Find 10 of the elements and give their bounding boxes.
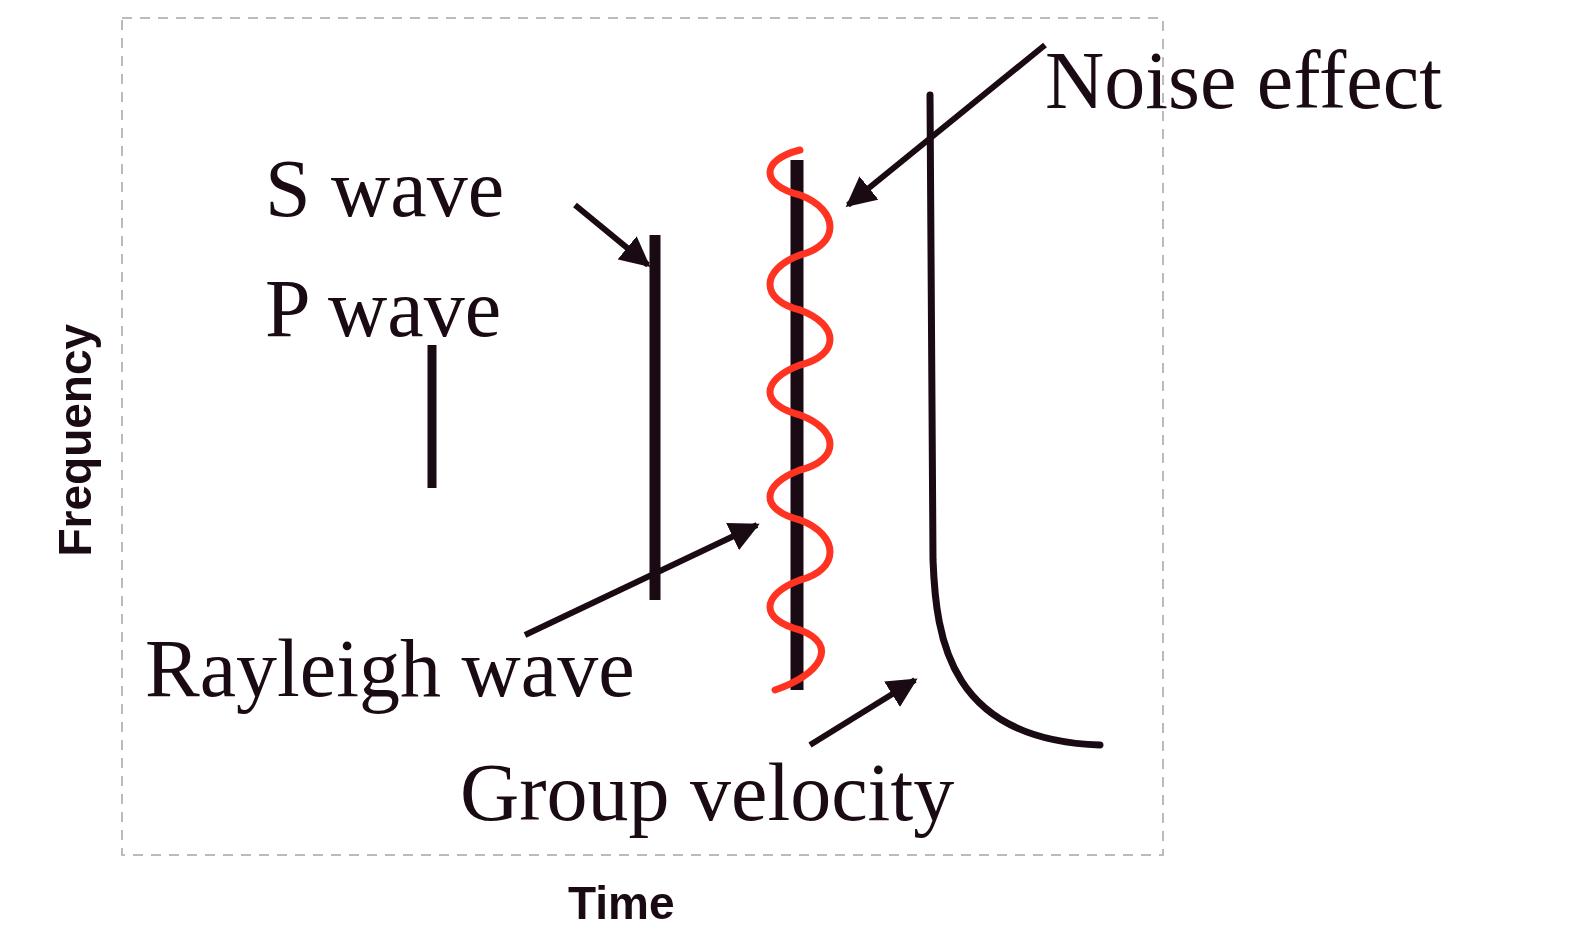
callout-label: Noise effect xyxy=(1045,40,1442,122)
arrival-line xyxy=(649,235,661,600)
wavy-line xyxy=(766,146,834,694)
leader-arrow xyxy=(573,202,651,268)
wave-label: P wave xyxy=(265,268,502,350)
leader-arrow xyxy=(845,42,1047,208)
callout-label: S wave xyxy=(265,148,505,230)
axis-label: Time xyxy=(568,880,675,926)
leader-arrow xyxy=(808,677,918,748)
leader-arrow xyxy=(523,522,760,638)
